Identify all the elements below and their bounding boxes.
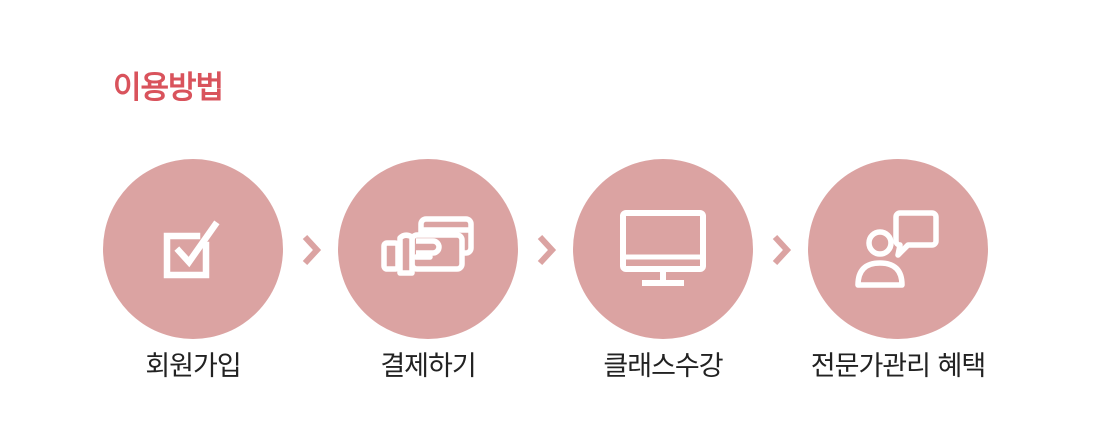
step-circle: [103, 159, 283, 339]
step-circle: [573, 159, 753, 339]
step-payment: 결제하기: [338, 159, 518, 382]
step-label: 클래스수강: [603, 351, 723, 382]
step-circle: [338, 159, 518, 339]
step-label: 결제하기: [380, 351, 476, 382]
step-expert-benefit: 전문가관리 혜택: [808, 159, 988, 382]
monitor-icon: [620, 210, 706, 286]
chevron-right-icon: [537, 234, 557, 266]
step-class: 클래스수강: [573, 159, 753, 382]
consultation-icon: [855, 210, 939, 288]
step-sign-up: 회원가입: [103, 159, 283, 382]
step-label: 전문가관리 혜택: [810, 351, 986, 382]
checkbox-icon: [163, 220, 220, 279]
chevron-right-icon: [772, 234, 792, 266]
credit-card-icon: [381, 216, 474, 276]
step-circle: [808, 159, 988, 339]
step-label: 회원가입: [145, 351, 241, 382]
section-title: 이용방법: [113, 70, 224, 106]
chevron-right-icon: [302, 234, 322, 266]
